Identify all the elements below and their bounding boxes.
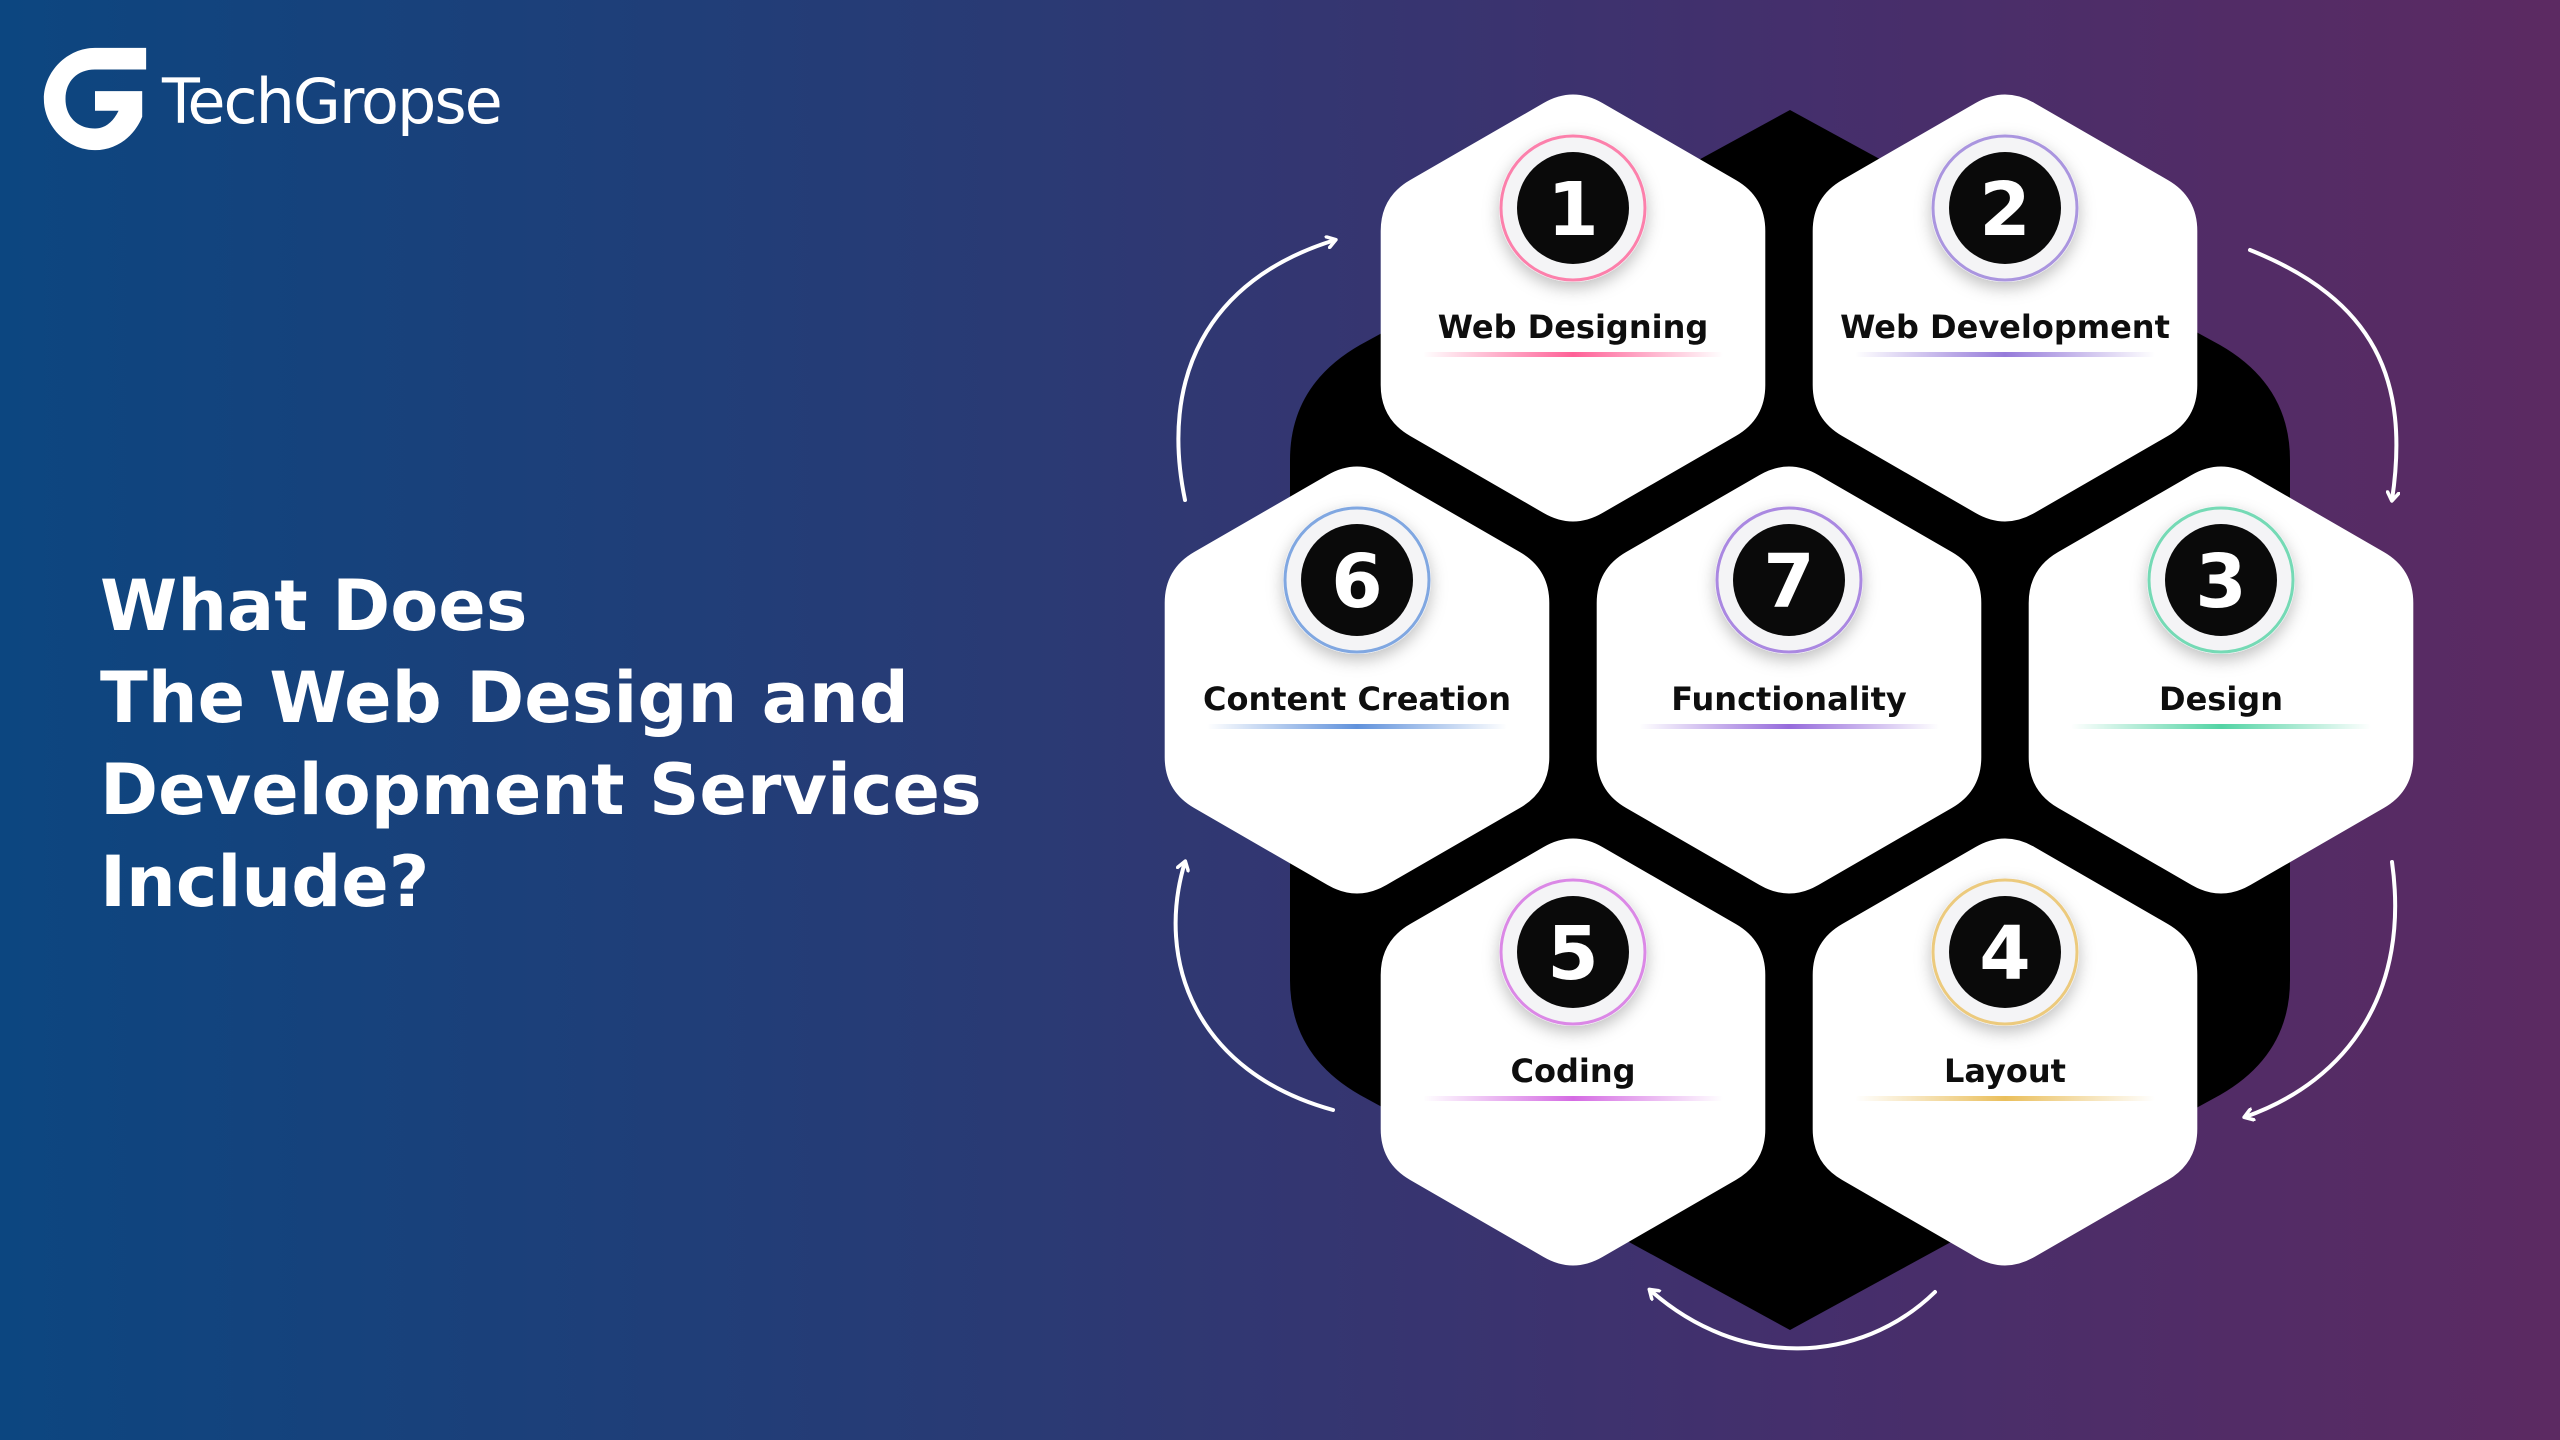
label-underline bbox=[1423, 1096, 1723, 1101]
step-number: 3 bbox=[2195, 539, 2247, 625]
label-underline bbox=[1855, 352, 2155, 357]
title-line: The Web Design and bbox=[100, 657, 909, 739]
step-label: Web Designing bbox=[1438, 308, 1709, 346]
hexagon-shape bbox=[1164, 466, 1550, 894]
step-number: 6 bbox=[1331, 539, 1383, 625]
techgropse-logo-icon bbox=[43, 47, 147, 151]
cycle-arrows bbox=[1173, 240, 2398, 1351]
number-badge-accent bbox=[1931, 878, 2079, 1026]
brand-name: TechGropse bbox=[162, 64, 503, 138]
hexagon-shape bbox=[1812, 838, 2198, 1266]
step-label: Content Creation bbox=[1203, 680, 1511, 718]
arrow-top-left-icon bbox=[1176, 240, 1335, 502]
number-badge-accent bbox=[1499, 134, 1647, 282]
hexagon-shape bbox=[2028, 466, 2414, 894]
number-badge bbox=[1517, 896, 1629, 1008]
number-badge bbox=[1517, 152, 1629, 264]
label-underline bbox=[1423, 352, 1723, 357]
step-label: Coding bbox=[1510, 1052, 1635, 1090]
brand-logo: TechGropse bbox=[36, 40, 503, 158]
arrow-left-icon bbox=[1173, 862, 1335, 1112]
label-underline bbox=[1855, 1096, 2155, 1101]
title-line: What Does bbox=[100, 565, 528, 647]
label-underline bbox=[2071, 724, 2371, 729]
step-label: Web Development bbox=[1840, 308, 2170, 346]
step-number: 4 bbox=[1979, 911, 2031, 997]
label-underline bbox=[1639, 724, 1939, 729]
step-label: Layout bbox=[1944, 1052, 2066, 1090]
title-line: Development Services bbox=[100, 749, 982, 831]
number-badge bbox=[1301, 524, 1413, 636]
hexagon-shape bbox=[1812, 94, 2198, 522]
step-label: Functionality bbox=[1671, 680, 1907, 718]
step-label: Design bbox=[2159, 680, 2283, 718]
arrow-top-right-icon bbox=[2248, 248, 2396, 500]
number-badge bbox=[1949, 152, 2061, 264]
number-badge-accent bbox=[1499, 878, 1647, 1026]
step-number: 1 bbox=[1547, 167, 1599, 253]
arrow-bottom-icon bbox=[1650, 1290, 1937, 1351]
step-number: 5 bbox=[1547, 911, 1599, 997]
step-number: 2 bbox=[1979, 167, 2031, 253]
number-badge bbox=[2165, 524, 2277, 636]
title-line: Include? bbox=[100, 841, 430, 923]
number-badge-accent bbox=[2147, 506, 2295, 654]
number-badge-accent bbox=[1715, 506, 1863, 654]
step-number: 7 bbox=[1763, 539, 1815, 625]
arrow-right-icon bbox=[2245, 860, 2398, 1117]
hexagon-shape bbox=[1596, 466, 1982, 894]
page-title: What Does The Web Design and Development… bbox=[100, 560, 1100, 928]
number-badge bbox=[1733, 524, 1845, 636]
number-badge-accent bbox=[1931, 134, 2079, 282]
number-badge bbox=[1949, 896, 2061, 1008]
number-badge-accent bbox=[1283, 506, 1431, 654]
hexagon-shape bbox=[1380, 94, 1766, 522]
label-underline bbox=[1207, 724, 1507, 729]
hexagon-shape bbox=[1380, 838, 1766, 1266]
